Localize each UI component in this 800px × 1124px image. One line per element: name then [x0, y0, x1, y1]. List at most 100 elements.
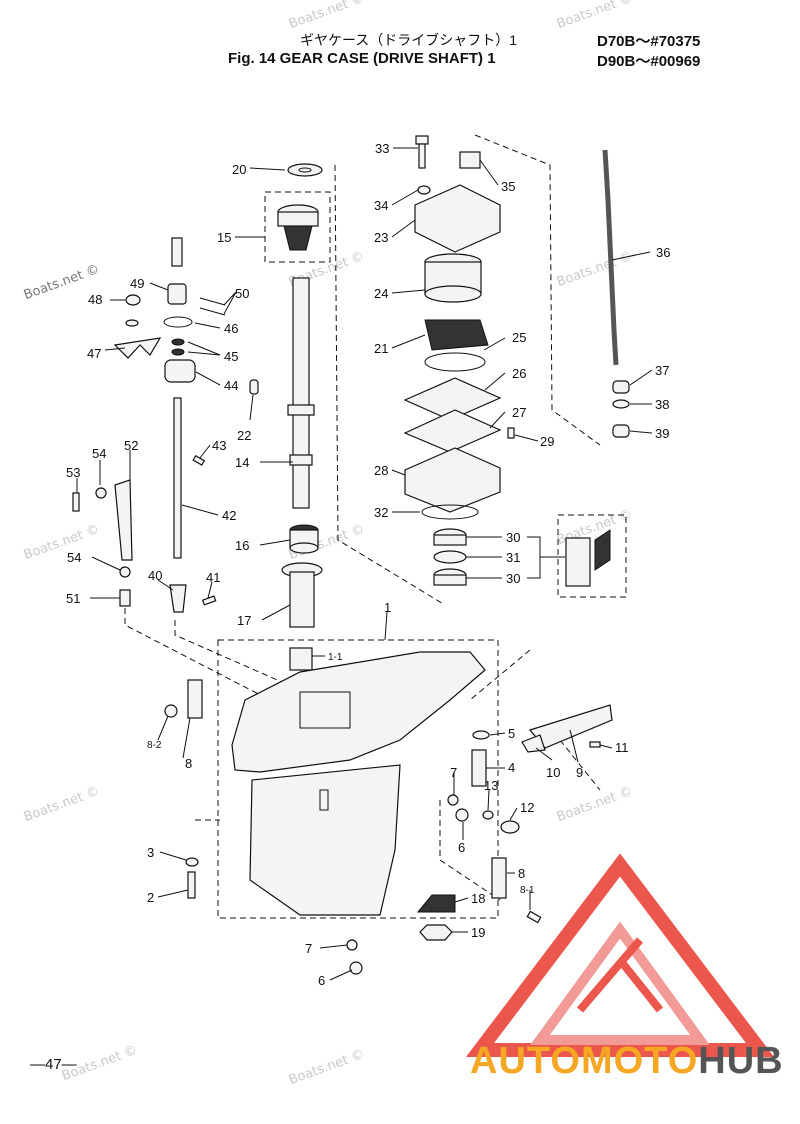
callout-54b: 54	[67, 550, 81, 565]
seal-39	[612, 424, 630, 438]
anode-8-right	[491, 857, 507, 899]
bolt-2	[187, 871, 196, 899]
callout-37: 37	[655, 363, 669, 378]
callout-54: 54	[92, 446, 106, 461]
callout-53: 53	[66, 465, 80, 480]
callout-26: 26	[512, 366, 526, 381]
brand-part-1: AUTOMOTO	[470, 1040, 699, 1082]
bearing-inset-box	[557, 514, 627, 598]
callout-22: 22	[237, 428, 251, 443]
figure-title: Fig. 14 GEAR CASE (DRIVE SHAFT) 1	[228, 50, 496, 67]
drive-shaft-14	[292, 277, 310, 509]
callout-4: 4	[508, 760, 515, 775]
fitting-51	[119, 589, 131, 607]
o-ring-46	[163, 316, 193, 328]
callout-24: 24	[374, 286, 388, 301]
callout-31: 31	[506, 550, 520, 565]
washer-20	[287, 163, 323, 177]
gear-18	[416, 894, 456, 913]
callout-8b: 8	[518, 866, 525, 881]
callout-19: 19	[471, 925, 485, 940]
pinion-group-box	[264, 191, 331, 263]
gasket-25	[424, 352, 486, 372]
callout-51: 51	[66, 591, 80, 606]
anode-8	[187, 679, 203, 719]
callout-1-1: 1-1	[328, 652, 343, 663]
callout-25: 25	[512, 330, 526, 345]
sleeve-17	[289, 571, 315, 628]
callout-20: 20	[232, 162, 246, 177]
callout-12: 12	[520, 800, 534, 815]
pump-housing-23	[414, 184, 501, 253]
callout-42: 42	[222, 508, 236, 523]
callout-2: 2	[147, 890, 154, 905]
callout-8-2: 8-2	[147, 740, 162, 751]
callout-7: 7	[450, 765, 457, 780]
grommet-44	[164, 359, 196, 383]
impeller-21	[424, 319, 489, 351]
callout-23: 23	[374, 230, 388, 245]
bolt-48	[125, 294, 141, 306]
callout-49: 49	[130, 276, 144, 291]
callout-6b: 6	[318, 973, 325, 988]
callout-48: 48	[88, 292, 102, 307]
callout-50: 50	[235, 286, 249, 301]
callout-35: 35	[501, 179, 515, 194]
callout-30b: 30	[506, 571, 520, 586]
callout-36: 36	[656, 245, 670, 260]
shift-rod-42	[173, 397, 182, 559]
water-tube-36	[602, 149, 619, 366]
callout-32: 32	[374, 505, 388, 520]
callout-8: 8	[185, 756, 192, 771]
callout-9: 9	[576, 765, 583, 780]
model-range-1: D70B～#70375	[597, 33, 701, 50]
callout-6: 6	[458, 840, 465, 855]
callout-14: 14	[235, 455, 249, 470]
callout-21: 21	[374, 341, 388, 356]
callout-13: 13	[484, 778, 498, 793]
callout-7b: 7	[305, 941, 312, 956]
plug-12	[500, 820, 520, 834]
title-japanese: ギヤケース（ドライブシャフト）1	[300, 32, 518, 48]
callout-39: 39	[655, 426, 669, 441]
bracket-10	[521, 734, 546, 753]
page-number: —47—	[30, 1056, 77, 1073]
callout-16: 16	[235, 538, 249, 553]
bearing-30	[433, 534, 467, 546]
washer-7	[447, 794, 459, 806]
clip-47	[113, 337, 162, 359]
bracket-49	[167, 283, 187, 305]
bolt-8-2	[164, 704, 178, 718]
callout-15: 15	[217, 230, 231, 245]
gasket-27	[403, 409, 502, 453]
model-range-2: D90B～#00969	[597, 53, 701, 70]
nut-19	[419, 924, 453, 941]
bolt-33	[418, 143, 426, 169]
callout-34: 34	[374, 198, 388, 213]
gasket-13	[482, 810, 494, 820]
link-52	[114, 479, 133, 561]
callout-18: 18	[471, 891, 485, 906]
grommet-37	[612, 380, 630, 394]
spacer-31	[433, 550, 467, 564]
callout-46: 46	[224, 321, 238, 336]
joint-40	[169, 584, 187, 613]
callout-43: 43	[212, 438, 226, 453]
plate-26	[403, 377, 502, 421]
callout-1: 1	[384, 600, 391, 615]
callout-11: 11	[615, 740, 629, 755]
callout-3: 3	[147, 845, 154, 860]
callout-17: 17	[237, 613, 251, 628]
callout-44: 44	[224, 378, 238, 393]
callout-5: 5	[508, 726, 515, 741]
callout-30: 30	[506, 530, 520, 545]
callout-45: 45	[224, 349, 238, 364]
callout-8-1: 8-1	[520, 885, 535, 896]
bolt-11	[589, 741, 601, 748]
callout-10: 10	[546, 765, 560, 780]
o-ring-32	[421, 504, 479, 520]
callout-27: 27	[512, 405, 526, 420]
clip-54	[95, 487, 107, 499]
callout-28: 28	[374, 463, 388, 478]
